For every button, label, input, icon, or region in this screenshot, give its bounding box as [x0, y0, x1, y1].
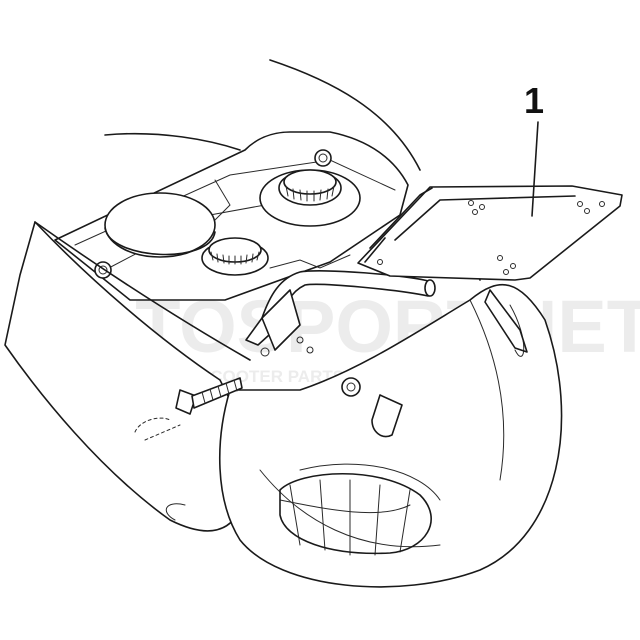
callout-1: 1: [524, 80, 544, 217]
fuel-cap-large: [104, 192, 216, 258]
rear-lens: [279, 473, 432, 555]
front-panel: [4, 221, 251, 532]
part-number-label: 1: [524, 80, 544, 121]
rack-plate-part-1: [357, 185, 623, 353]
leader-line: [531, 121, 539, 217]
mounting-holes: [377, 200, 605, 275]
fuel-tank-assembly: [54, 131, 409, 301]
mounting-bracket: [245, 270, 436, 438]
bolt: [134, 377, 243, 441]
